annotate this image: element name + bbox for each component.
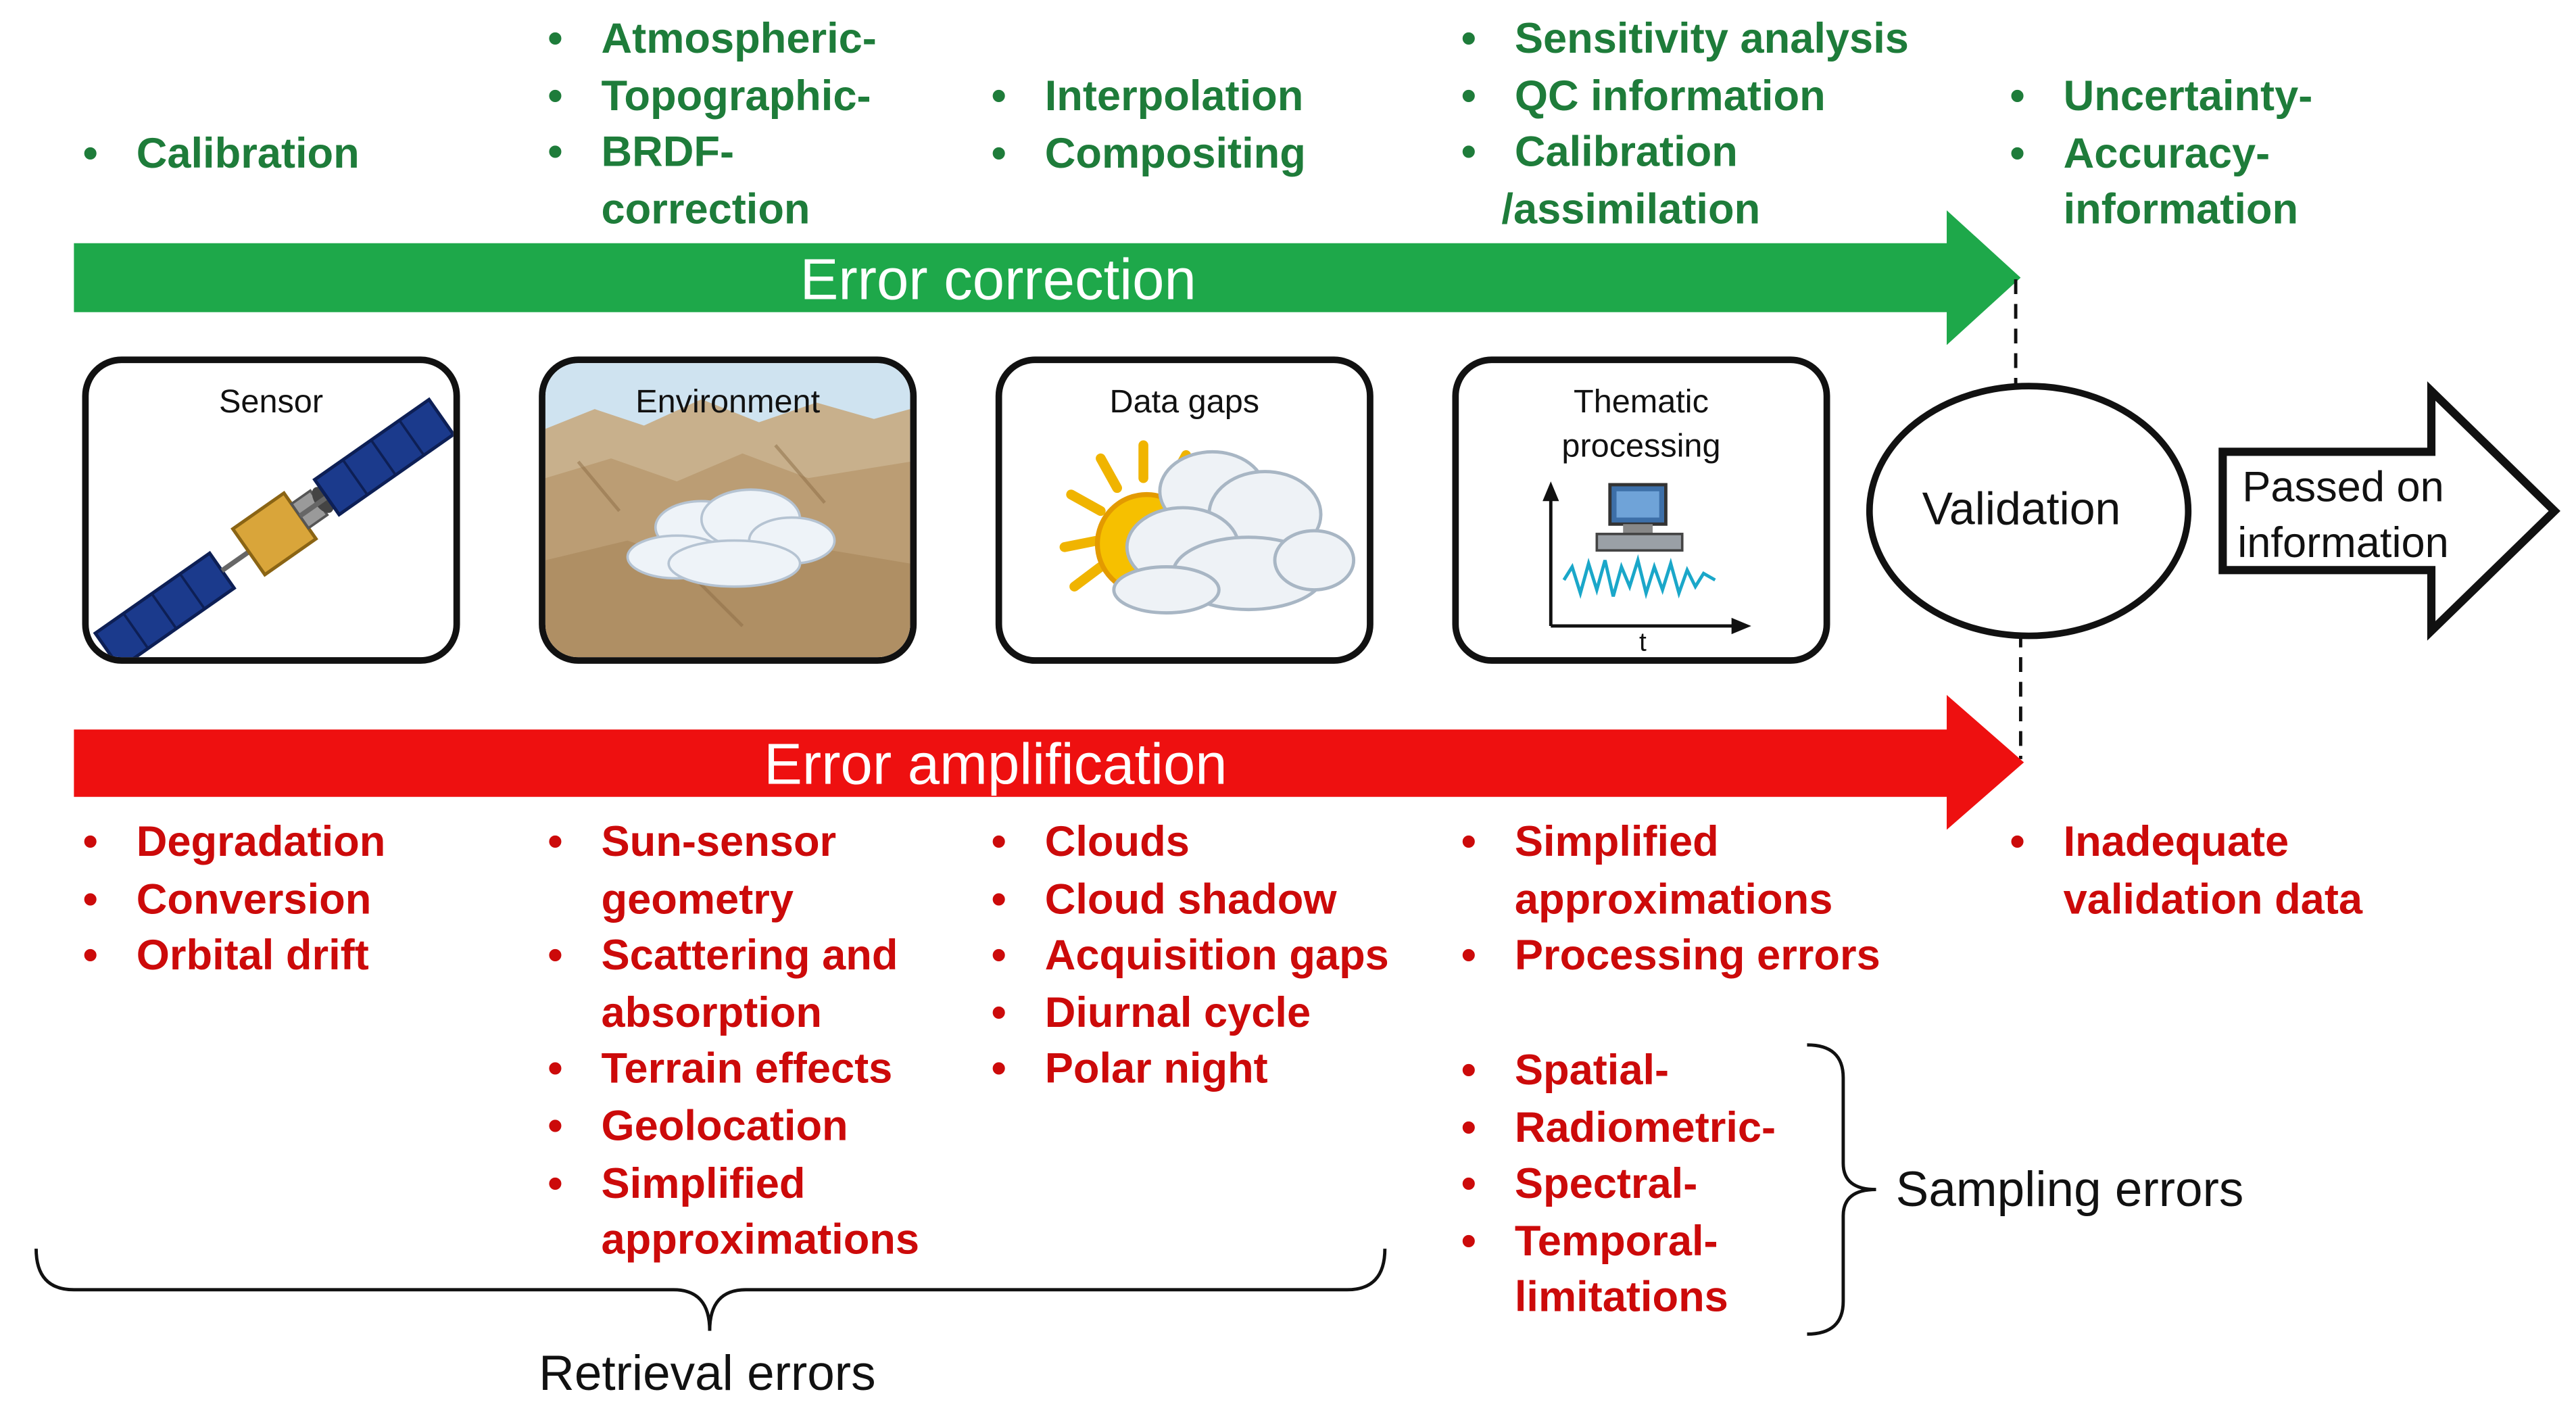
correction-item: •Compositing xyxy=(991,127,1306,177)
sampling-list: •Spatial- •Radiometric- •Spectral- •Temp… xyxy=(1452,1042,1776,1326)
output-label-line: information xyxy=(2237,517,2449,567)
amplification-item-continuation: validation data xyxy=(2063,873,2363,923)
amplification-item: •Simplified xyxy=(1461,816,1719,866)
amplification-item-continuation: geometry xyxy=(601,873,794,923)
stage-title-sensor: Sensor xyxy=(219,384,324,421)
time-axis-label: t xyxy=(1638,629,1647,658)
output-label: Passed on information xyxy=(2237,458,2449,570)
stage-box-thematic: Thematic processing t xyxy=(1452,356,1830,664)
sampling-item: •Spectral- xyxy=(1461,1158,1698,1208)
amplification-list-thematic: •Simplified approximations •Processing e… xyxy=(1452,813,1880,984)
error-amplification-label: Error amplification xyxy=(764,732,1228,797)
correction-item: •BRDF- xyxy=(548,126,735,176)
amplification-item: •Processing errors xyxy=(1461,930,1880,980)
sampling-item: •Spatial- xyxy=(1461,1044,1670,1094)
amplification-item: •Simplified xyxy=(548,1157,806,1207)
correction-list-validation: •Uncertainty- •Accuracy- information xyxy=(2001,68,2312,238)
sampling-item: •Radiometric- xyxy=(1461,1101,1776,1151)
amplification-item: •Cloud shadow xyxy=(991,873,1337,923)
sampling-errors-caption: Sampling errors xyxy=(1895,1163,2244,1218)
amplification-list-data-gaps: •Clouds •Cloud shadow •Acquisition gaps … xyxy=(982,813,1389,1097)
amplification-list-environment: •Sun-sensor geometry •Scattering and abs… xyxy=(539,813,919,1268)
computer-signal-icon xyxy=(1542,481,1751,635)
terrain-cloud-icon xyxy=(545,363,910,658)
error-correction-label: Error correction xyxy=(800,247,1196,312)
amplification-item: •Terrain effects xyxy=(548,1044,893,1094)
correction-list-thematic: •Sensitivity analysis •QC information •C… xyxy=(1452,10,1909,237)
stage-box-data-gaps: Data gaps xyxy=(995,356,1374,664)
stage-title-line: processing xyxy=(1561,429,1721,465)
correction-item: •Calibration xyxy=(1461,126,1738,176)
correction-item-continuation: information xyxy=(2063,184,2299,234)
amplification-item: •Degradation xyxy=(82,816,386,866)
amplification-item: •Inadequate xyxy=(2010,816,2289,866)
sun-cloud-icon xyxy=(1059,440,1356,615)
amplification-item-continuation: approximations xyxy=(601,1214,920,1264)
amplification-item-continuation: approximations xyxy=(1514,873,1833,923)
correction-item: •Calibration xyxy=(82,128,360,178)
satellite-icon xyxy=(93,397,454,658)
validation-label: Validation xyxy=(1922,483,2121,534)
stage-title-data-gaps: Data gaps xyxy=(1109,384,1260,421)
stage-title-thematic: Thematic processing xyxy=(1459,381,1824,470)
retrieval-errors-caption: Retrieval errors xyxy=(539,1347,876,1402)
correction-item: •Atmospheric- xyxy=(548,13,877,63)
stage-box-sensor: Sensor xyxy=(82,356,460,664)
correction-item: •Topographic- xyxy=(548,70,871,120)
amplification-item: •Clouds xyxy=(991,816,1190,866)
amplification-item: •Acquisition gaps xyxy=(991,930,1389,980)
correction-list-environment: •Atmospheric- •Topographic- •BRDF- corre… xyxy=(539,10,877,237)
correction-item-continuation: /assimilation xyxy=(1501,183,1761,233)
amplification-item-continuation: absorption xyxy=(601,987,823,1037)
amplification-list-sensor: •Degradation •Conversion •Orbital drift xyxy=(74,813,386,984)
correction-item: •Sensitivity analysis xyxy=(1461,13,1909,63)
correction-item: •Accuracy- xyxy=(2010,127,2270,177)
sampling-item: •Temporal- xyxy=(1461,1215,1718,1265)
output-label-line: Passed on xyxy=(2242,461,2444,511)
stage-title-line: Thematic xyxy=(1574,384,1709,421)
stage-box-environment: Environment xyxy=(539,356,917,664)
amplification-list-validation: •Inadequate validation data xyxy=(2001,813,2362,927)
amplification-item: •Orbital drift xyxy=(82,930,369,980)
correction-list-sensor: •Calibration xyxy=(74,125,360,182)
amplification-item: •Conversion xyxy=(82,873,372,923)
stage-title-environment: Environment xyxy=(635,384,821,421)
amplification-item: •Polar night xyxy=(991,1044,1268,1094)
correction-item: •Uncertainty- xyxy=(2010,70,2313,120)
correction-item: •QC information xyxy=(1461,70,1826,120)
amplification-item: •Sun-sensor xyxy=(548,816,837,866)
amplification-item: •Diurnal cycle xyxy=(991,987,1311,1037)
correction-item: •Interpolation xyxy=(991,70,1304,120)
correction-item-continuation: correction xyxy=(601,183,810,233)
correction-list-data-gaps: •Interpolation •Compositing xyxy=(982,68,1306,181)
sampling-item-continuation: limitations xyxy=(1514,1272,1728,1322)
amplification-item: •Geolocation xyxy=(548,1101,848,1151)
amplification-item: •Scattering and xyxy=(548,930,898,980)
